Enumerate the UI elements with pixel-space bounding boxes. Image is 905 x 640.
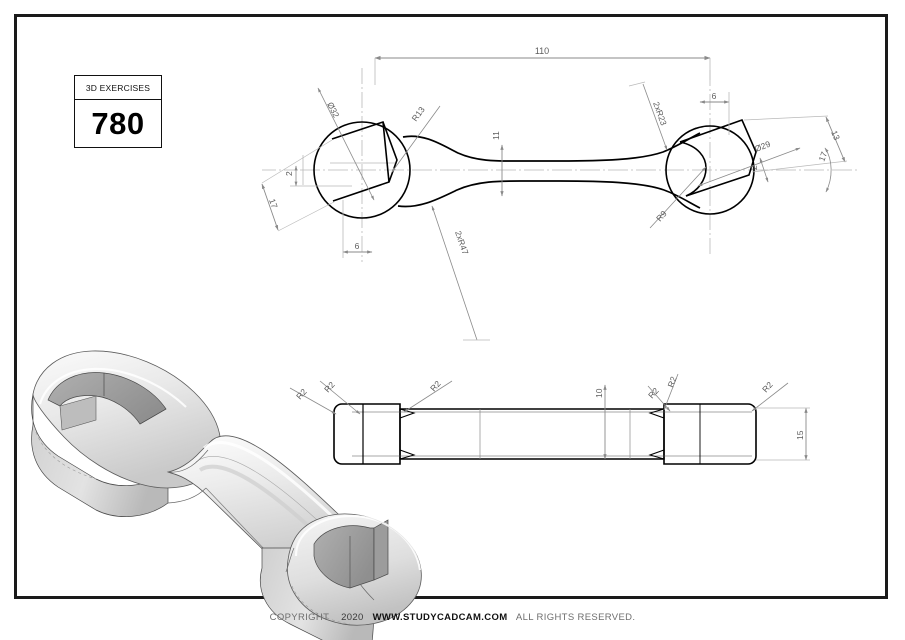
dim-chamfer-2-right: 2 [749,157,769,183]
title-block-header: 3D EXERCISES [75,76,161,100]
title-block-header-text: 3D EXERCISES [85,82,151,93]
sheet-border [14,14,888,599]
dim-offset-6-right: 6 [699,91,730,135]
dim-110-text: 110 [535,46,549,56]
dim-10-text: 10 [594,388,604,398]
dim-2-right-text: 2 [749,165,759,170]
footer-copyright: COPYRIGHT [269,612,330,623]
dim-jaw-17-right: 17 [816,147,832,193]
dim-thickness-15: 15 [756,407,810,461]
dim-11-text: 11 [491,131,501,140]
dim-jaw-13: 13 [743,115,848,173]
title-block: 3D EXERCISES 780 [74,75,162,148]
wrench-3d-model [31,350,422,640]
dim-2-left-text: 2 [284,171,294,176]
dim-overall-length: 110 [374,46,711,85]
footer-site: WWW.STUDYCADCAM.COM [372,612,508,623]
dim-handle-width: 11 [491,131,504,197]
exercise-number-text: 780 [91,106,145,141]
footer: COPYRIGHT 2020 WWW.STUDYCADCAM.COM ALL R… [0,612,905,623]
dim-offset-6-left: 6 [342,200,373,258]
title-block-number: 780 [75,100,161,147]
dim-chamfer-2-left: 2 [284,165,352,187]
footer-year: 2020 [341,612,364,623]
footer-rights: ALL RIGHTS RESERVED. [515,612,636,623]
dim-17-left-text: 17 [267,197,280,210]
side-view-outline [333,403,757,465]
dim-6-left-text: 6 [355,241,360,251]
dim-r2-e-text: R2 [665,375,678,389]
dim-17-right-text: 17 [816,150,829,163]
dim-thickness-10: 10 [594,384,607,460]
dim-6-right-text: 6 [712,91,717,101]
dim-13-text: 13 [829,129,842,142]
dim-15-text: 15 [795,430,805,440]
dim-jaw-17-left: 17 [261,139,335,232]
